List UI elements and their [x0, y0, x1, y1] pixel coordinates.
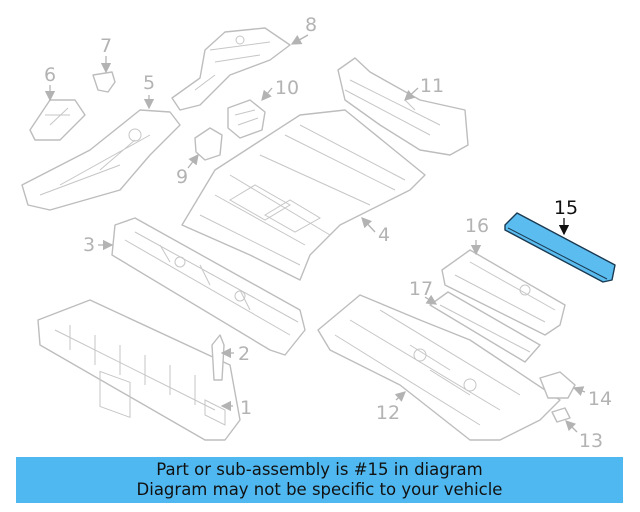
part-3-cross-member [111, 217, 306, 356]
callout-3: 3 [83, 234, 95, 256]
callout-9: 9 [176, 166, 188, 188]
callout-10: 10 [275, 77, 299, 99]
part-13-plate [551, 407, 571, 423]
callout-5: 5 [143, 72, 155, 94]
part-5-side-rail [21, 109, 181, 211]
callout-1: 1 [240, 397, 252, 419]
part-10-bracket [227, 99, 266, 139]
part-1-rear-panel [37, 299, 241, 441]
callout-4: 4 [378, 224, 390, 246]
part-8-upper-rail [171, 27, 291, 111]
callout-6: 6 [44, 64, 56, 86]
callout-labels: 1 2 3 4 5 6 7 8 9 10 11 12 13 14 15 16 1… [44, 14, 612, 452]
part-4-floor-pan [181, 109, 426, 281]
callout-2: 2 [238, 343, 250, 365]
callout-7: 7 [100, 35, 112, 57]
callout-13: 13 [579, 430, 603, 452]
part-11-end-panel [337, 57, 469, 156]
part-6-bracket [29, 99, 86, 141]
part-16-cross-member [441, 249, 566, 336]
callout-8: 8 [305, 14, 317, 36]
callout-15: 15 [554, 197, 578, 219]
part-7-clip [92, 71, 116, 93]
callout-11: 11 [420, 75, 444, 97]
banner-line-2: Diagram may not be specific to your vehi… [136, 480, 503, 499]
banner-line-1: Part or sub-assembly is #15 in diagram [156, 460, 483, 479]
part-12-lower-floor [317, 294, 561, 441]
part-2-bracket [211, 334, 225, 381]
callout-14: 14 [588, 388, 612, 410]
callout-12: 12 [376, 402, 400, 424]
part-14-bracket [539, 371, 576, 399]
part-17-reinforcement [429, 291, 541, 363]
leader-lines [44, 34, 586, 433]
parts-diagram: 1 2 3 4 5 6 7 8 9 10 11 12 13 14 15 16 1… [21, 14, 616, 452]
part-15-highlighted [504, 212, 616, 283]
info-banner: Part or sub-assembly is #15 in diagram D… [16, 457, 623, 503]
part-9-bracket [194, 127, 223, 161]
callout-16: 16 [465, 215, 489, 237]
callout-17: 17 [409, 278, 433, 300]
